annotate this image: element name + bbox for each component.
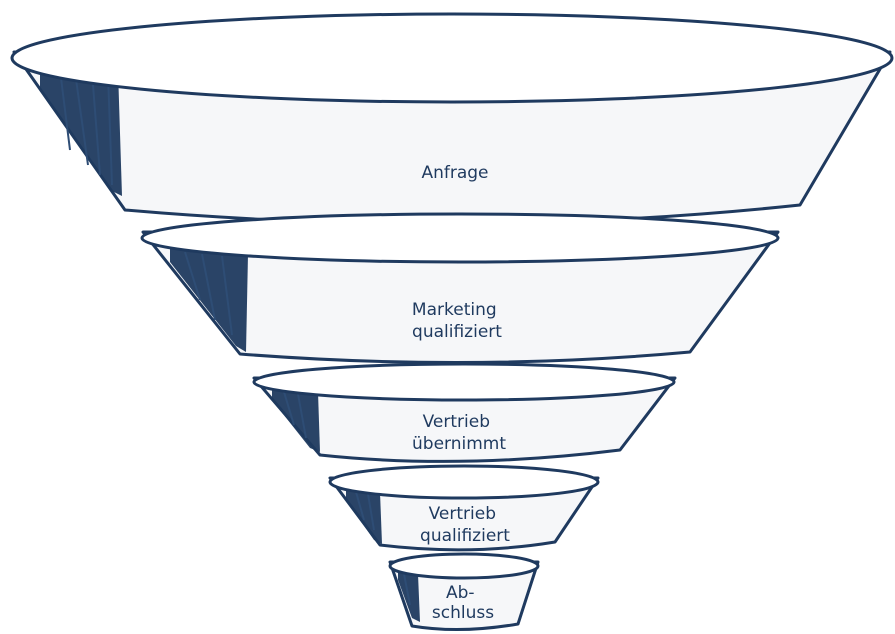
stage-3-rim xyxy=(252,362,676,402)
funnel-stage-vertrieb-uebernimmt: Vertrieb übernimmt xyxy=(252,362,677,463)
stage-2-shading xyxy=(170,246,248,352)
stage-label-marketing: Marketing qualifiziert xyxy=(412,300,502,342)
stage-5-rim xyxy=(388,552,540,580)
stage-label-vertrieb-uebernimmt: Vertrieb übernimmt xyxy=(412,412,506,454)
funnel-stage-marketing-qualifiziert: Marketing qualifiziert xyxy=(140,212,780,365)
stage-2-body xyxy=(141,230,780,365)
stage-4-shading xyxy=(346,488,382,544)
stage-label-anfrage: Anfrage xyxy=(421,163,488,183)
stage-1-hatching xyxy=(59,69,113,186)
stage-4-rim xyxy=(328,464,600,500)
stage-3-shading xyxy=(272,388,320,452)
stage-3-hatching xyxy=(283,391,307,439)
funnel-stage-abschluss: Ab- schluss xyxy=(388,552,540,632)
stage-2-rim xyxy=(140,212,780,264)
stage-5-hatching xyxy=(403,573,411,606)
stage-5-body xyxy=(388,560,540,632)
stage-1-shading xyxy=(40,62,122,196)
stage-label-abschluss: Ab- schluss xyxy=(432,583,494,623)
stage-2-hatching xyxy=(184,251,233,336)
stage-1-rim xyxy=(10,12,894,104)
funnel-stage-anfrage: Anfrage xyxy=(10,12,894,226)
stage-label-vertrieb-qualifiziert: Vertrieb qualifiziert xyxy=(420,504,510,546)
stage-4-hatching xyxy=(355,491,375,531)
funnel-stage-vertrieb-qualifiziert: Vertrieb qualifiziert xyxy=(328,464,600,552)
